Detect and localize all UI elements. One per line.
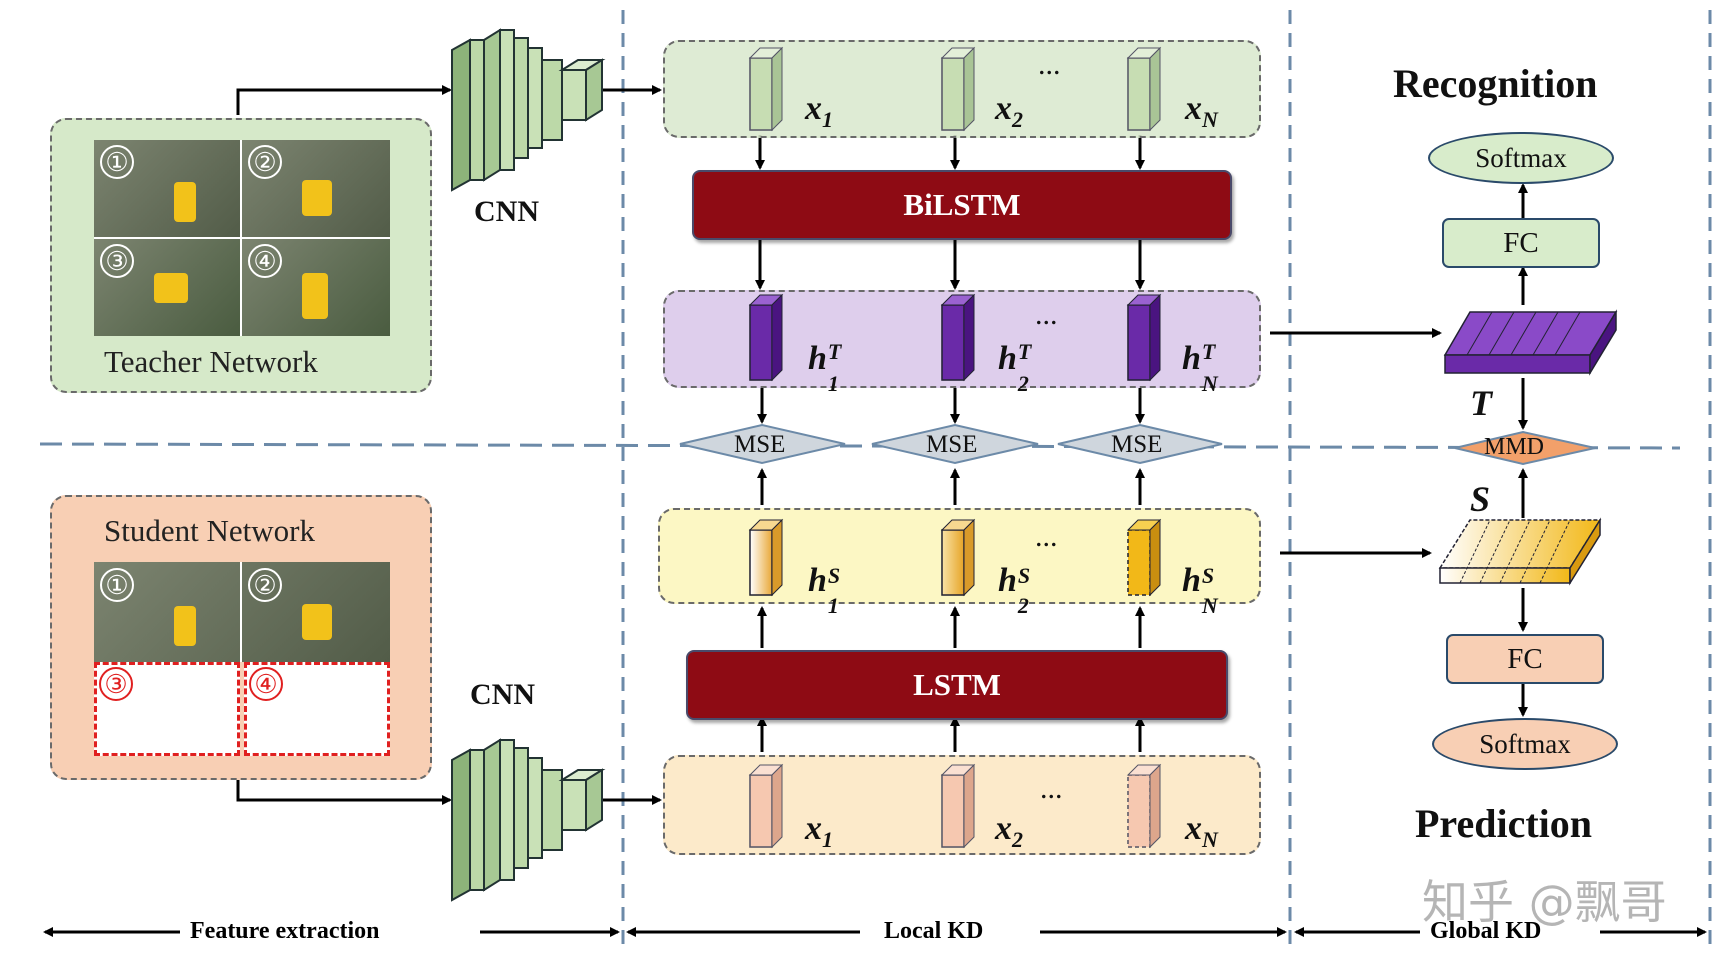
- frame-number-1: ①: [100, 568, 134, 602]
- teacher-feature-panel: [663, 40, 1261, 138]
- missing-frame-4: ④: [244, 662, 390, 756]
- x2-label-student: x2: [995, 810, 1023, 852]
- mse-diamond-3: [1057, 423, 1223, 465]
- mmd-diamond: [1454, 430, 1596, 466]
- recognition-title: Recognition: [1393, 61, 1598, 106]
- lstm-block: LSTM: [686, 650, 1228, 720]
- frame-number-4: ④: [249, 667, 283, 701]
- global-kd-label: Global KD: [1426, 918, 1546, 945]
- frame-number-2: ②: [248, 145, 282, 179]
- teacher-network-panel: ① ② ③ ④ Teacher Network: [50, 118, 432, 393]
- prediction-softmax: Softmax: [1432, 718, 1618, 770]
- separator-horizontal: [39, 442, 1681, 450]
- local-kd-label: Local KD: [880, 918, 988, 945]
- cnn-student-icon: [451, 738, 606, 902]
- teacher-hidden-panel: [663, 290, 1261, 388]
- cnn-teacher-icon: [451, 28, 606, 192]
- frame-number-2: ②: [248, 568, 282, 602]
- xn-label-student: xN: [1185, 810, 1218, 852]
- ellipsis-student-x: ...: [1040, 772, 1063, 805]
- mmd-label: MMD: [1484, 434, 1545, 460]
- cnn-teacher-label: CNN: [474, 195, 539, 228]
- ellipsis-teacher-x: ...: [1038, 48, 1061, 81]
- mse-label-1: MSE: [734, 431, 786, 458]
- ellipsis-teacher-h: ...: [1035, 298, 1058, 331]
- frame-number-3: ③: [99, 667, 133, 701]
- cnn-student-label: CNN: [470, 678, 535, 711]
- mse-label-2: MSE: [926, 431, 978, 458]
- student-hidden-panel: [658, 508, 1261, 604]
- mse-diamond-2: [871, 423, 1039, 465]
- student-video-frames: ① ②: [94, 562, 390, 662]
- student-network-label: Student Network: [104, 513, 315, 548]
- mse-label-3: MSE: [1111, 431, 1163, 458]
- t-label: T: [1470, 383, 1492, 423]
- frame-number-1: ①: [100, 145, 134, 179]
- x1-label-student: x1: [805, 810, 833, 852]
- frame-number-3: ③: [100, 244, 134, 278]
- frame-number-4: ④: [248, 244, 282, 278]
- feature-extraction-label: Feature extraction: [186, 918, 384, 945]
- recognition-fc: FC: [1442, 218, 1600, 268]
- watermark: 知乎 @飘哥: [1422, 875, 1667, 929]
- xn-label-teacher: xN: [1185, 90, 1218, 132]
- recognition-softmax: Softmax: [1428, 132, 1614, 184]
- teacher-global-feature: [1443, 309, 1618, 376]
- mse-diamond-1: [679, 423, 846, 465]
- prediction-title: Prediction: [1415, 801, 1593, 846]
- x2-label-teacher: x2: [995, 90, 1023, 132]
- student-network-panel: Student Network ① ② ③ ④: [50, 495, 432, 780]
- bilstm-block: BiLSTM: [692, 170, 1232, 240]
- teacher-video-frames: ① ② ③ ④: [94, 140, 390, 336]
- student-feature-panel: [663, 755, 1261, 855]
- student-global-feature: [1438, 517, 1602, 586]
- teacher-network-label: Teacher Network: [104, 344, 318, 379]
- ellipsis-student-h: ...: [1035, 520, 1058, 553]
- s-label: S: [1470, 479, 1491, 519]
- prediction-fc: FC: [1446, 634, 1604, 684]
- missing-frame-3: ③: [94, 662, 240, 756]
- x1-label-teacher: x1: [805, 90, 833, 132]
